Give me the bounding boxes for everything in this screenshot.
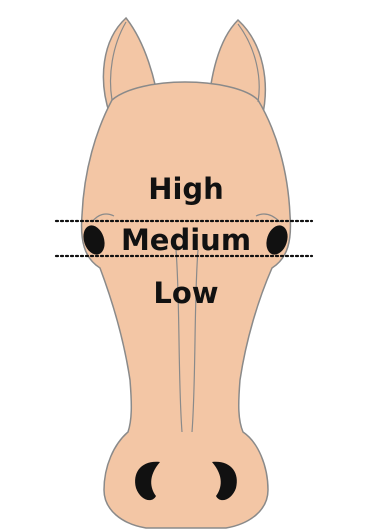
zone-label-low: Low [153,276,218,310]
zone-label-high: High [148,172,224,206]
zone-label-medium: Medium [121,223,251,257]
